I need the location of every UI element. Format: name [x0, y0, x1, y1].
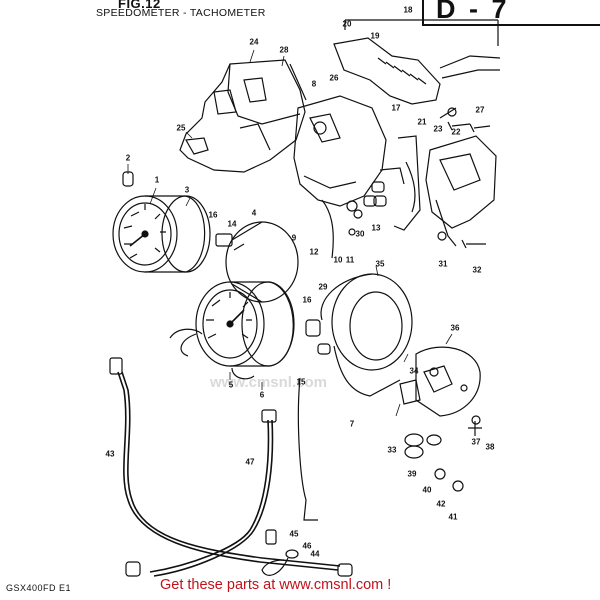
model-code: GSX400FD E1 [6, 583, 72, 593]
promo-link[interactable]: Get these parts at www.cmsnl.com ! [160, 577, 392, 593]
callout-31: 31 [438, 259, 448, 269]
callout-43: 43 [105, 449, 115, 459]
callout-25: 25 [176, 123, 186, 133]
callout-32: 32 [472, 265, 482, 275]
bolts [447, 121, 491, 249]
page-code-frame [422, 0, 600, 26]
callout-46: 46 [302, 541, 312, 551]
callout-17: 17 [391, 103, 401, 113]
callout-16b: 16 [302, 295, 312, 305]
callout-1: 1 [154, 175, 160, 185]
tachometer-case [305, 273, 413, 397]
callout-42: 42 [436, 499, 446, 509]
callout-3: 3 [184, 185, 190, 195]
figure-number: FIG.12 [118, 0, 161, 11]
figure-title: SPEEDOMETER - TACHOMETER [96, 7, 266, 19]
callout-14: 14 [227, 219, 237, 229]
callout-4: 4 [251, 208, 257, 218]
cable-clamp [261, 529, 299, 576]
callout-16a: 16 [208, 210, 218, 220]
callout-13: 13 [371, 223, 381, 233]
callout-37: 37 [471, 437, 481, 447]
callout-12: 12 [309, 247, 319, 257]
callout-23: 23 [433, 124, 443, 134]
page-code: D - 7 [436, 0, 510, 24]
callout-11: 11 [345, 255, 355, 265]
callout-21: 21 [417, 117, 427, 127]
callout-29: 29 [318, 282, 328, 292]
callout-33: 33 [387, 445, 397, 455]
lamp-holder [399, 346, 481, 417]
callout-30: 30 [355, 229, 365, 239]
grommets-and-nuts [404, 415, 482, 492]
callout-20: 20 [342, 19, 352, 29]
lamp-sockets [363, 167, 405, 207]
callout-24: 24 [249, 37, 259, 47]
wiring [169, 161, 416, 339]
callout-40: 40 [422, 485, 432, 495]
callout-18: 18 [403, 5, 413, 15]
callout-27: 27 [475, 105, 485, 115]
indicator-housing [333, 37, 501, 119]
callout-36: 36 [450, 323, 460, 333]
cables [109, 357, 353, 577]
right-bracket [393, 135, 497, 247]
callout-28: 28 [279, 45, 289, 55]
callout-10: 10 [333, 255, 343, 265]
leader-lines [127, 49, 453, 417]
callout-8: 8 [311, 79, 317, 89]
callout-5: 5 [228, 380, 234, 390]
callout-45: 45 [289, 529, 299, 539]
callout-38: 38 [485, 442, 495, 452]
callout-47: 47 [245, 457, 255, 467]
tachometer [180, 281, 295, 380]
meter-bracket [293, 95, 387, 236]
callout-6: 6 [259, 390, 265, 400]
callout-41: 41 [448, 512, 458, 522]
watermark: www.cmsnl.com [209, 374, 327, 391]
speedometer-upper [112, 171, 211, 273]
callout-22: 22 [451, 127, 461, 137]
callout-26: 26 [329, 73, 339, 83]
callout-34: 34 [409, 366, 419, 376]
callout-9: 9 [291, 233, 297, 243]
callout-39: 39 [407, 469, 417, 479]
callout-44: 44 [310, 549, 320, 559]
callout-35: 35 [375, 259, 385, 269]
callout-2: 2 [125, 153, 131, 163]
callout-19: 19 [370, 31, 380, 41]
meter-cover-upper [179, 59, 307, 173]
callout-15: 15 [296, 377, 306, 387]
callout-7: 7 [349, 419, 355, 429]
